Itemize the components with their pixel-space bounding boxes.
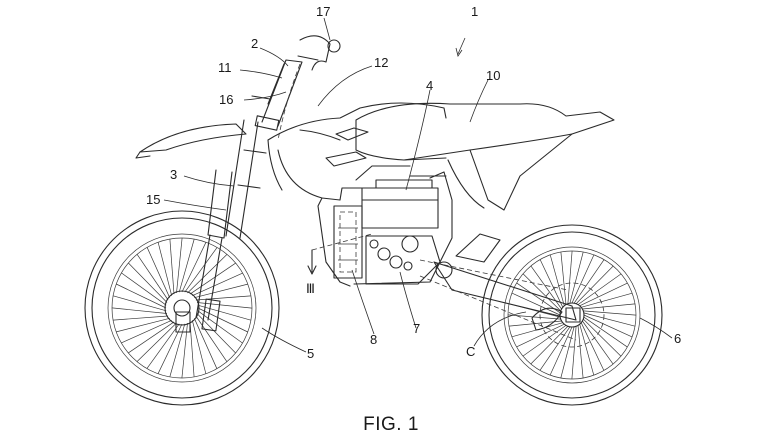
spoke: [196, 296, 251, 300]
ref-label-6: 6: [674, 332, 681, 345]
ref-label-15: 15: [146, 193, 160, 206]
motor-drawing: [366, 236, 440, 284]
ref-label-3: 3: [170, 168, 177, 181]
ref-label-17: 17: [316, 5, 330, 18]
spoke: [116, 284, 166, 308]
seat-drawing: [356, 103, 614, 210]
spoke: [170, 239, 174, 294]
ref-label-4: 4: [426, 79, 433, 92]
ref-label-7: 7: [413, 322, 420, 335]
ref-label-16: 16: [219, 93, 233, 106]
front-fender-drawing: [136, 124, 246, 158]
ref-label-III: Ⅲ: [306, 282, 315, 295]
spoke: [194, 318, 217, 368]
front-fork-drawing: [196, 36, 340, 320]
ref-label-1: 1: [471, 5, 478, 18]
spoke: [113, 316, 168, 320]
spoke: [128, 263, 167, 303]
ref-label-11: 11: [218, 61, 232, 74]
controller-drawing: [334, 206, 362, 278]
spoke: [198, 308, 248, 332]
front-wheel-drawing: [85, 211, 279, 405]
ref-label-C: C: [466, 345, 475, 358]
ref-label-8: 8: [370, 333, 377, 346]
spoke: [182, 242, 206, 292]
spoke: [147, 247, 170, 297]
figure-caption: FIG. 1: [0, 414, 782, 436]
spoke: [584, 313, 635, 326]
spoke: [188, 254, 228, 293]
spoke: [121, 320, 171, 343]
battery-drawing: [362, 180, 438, 228]
ref-label-5: 5: [307, 347, 314, 360]
ref-label-12: 12: [374, 56, 388, 69]
frame-drawing: [268, 103, 452, 286]
ref-label-2: 2: [251, 37, 258, 50]
spoke: [190, 322, 194, 377]
spoke: [570, 252, 583, 303]
rear-wheel-drawing: [482, 225, 662, 405]
ref-label-10: 10: [486, 69, 500, 82]
spoke: [137, 323, 177, 362]
